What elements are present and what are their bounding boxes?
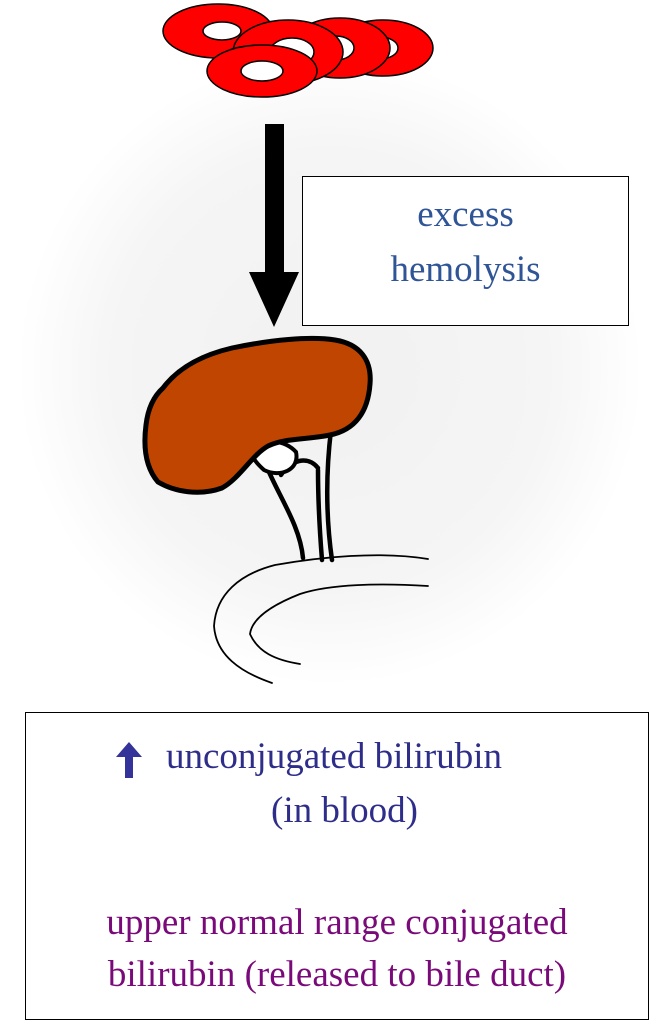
unconjugated-location-text: (in blood) xyxy=(271,789,418,833)
conjugated-bilirubin-text: upper normal range conjugated xyxy=(26,901,648,945)
hemolysis-label-line2: hemolysis xyxy=(303,242,628,297)
result-box: unconjugated bilirubin (in blood) upper … xyxy=(25,712,649,1020)
red-cell xyxy=(207,45,317,97)
hemolysis-label-line1: excess xyxy=(303,187,628,242)
conjugated-location-text: bilirubin (released to bile duct) xyxy=(26,953,648,997)
hemolysis-label-box: excess hemolysis xyxy=(302,176,629,326)
up-arrow-icon xyxy=(116,742,142,778)
unconjugated-bilirubin-text: unconjugated bilirubin xyxy=(166,735,502,779)
